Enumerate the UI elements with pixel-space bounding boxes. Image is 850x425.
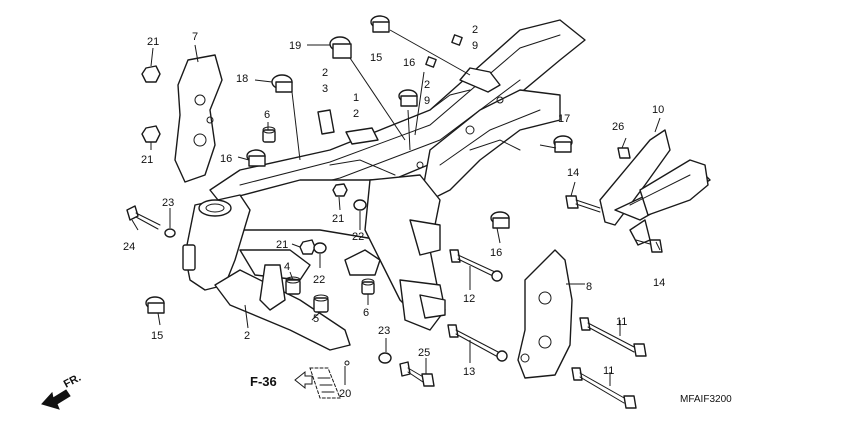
front-direction-indicator: FR. xyxy=(42,372,83,409)
callout-21: 21 xyxy=(276,239,288,251)
callout-8: 8 xyxy=(586,281,592,293)
callout-2: 2 xyxy=(322,67,328,79)
callout-9: 9 xyxy=(424,95,430,107)
callout-15: 15 xyxy=(370,52,382,64)
page-reference[interactable]: F-36 xyxy=(250,372,312,389)
front-arrow-icon xyxy=(42,390,70,409)
callout-14: 14 xyxy=(567,167,579,179)
callout-11: 11 xyxy=(603,365,614,377)
page-reference-label: F-36 xyxy=(250,374,277,389)
callout-23: 23 xyxy=(378,325,390,337)
front-engine-hanger-plate xyxy=(175,55,222,182)
callout-9: 9 xyxy=(472,40,478,52)
callout-2: 2 xyxy=(244,330,250,342)
callout-16: 16 xyxy=(220,153,232,165)
callout-19: 19 xyxy=(289,40,301,52)
callout-6: 6 xyxy=(363,307,369,319)
callout-6: 6 xyxy=(264,109,270,121)
callout-1: 1 xyxy=(353,92,359,104)
frame-label-plate xyxy=(310,361,349,398)
callout-18: 18 xyxy=(236,73,248,85)
callout-2: 2 xyxy=(353,108,359,120)
callout-24: 24 xyxy=(123,241,135,253)
collars-and-spacers xyxy=(263,110,378,312)
callout-2: 2 xyxy=(472,24,478,36)
callout-2: 2 xyxy=(424,79,430,91)
callout-5: 5 xyxy=(313,313,319,325)
callout-25: 25 xyxy=(418,347,430,359)
callout-17: 17 xyxy=(558,113,570,125)
callout-7: 7 xyxy=(192,31,198,43)
side-cover-plate xyxy=(518,250,572,378)
callout-13: 13 xyxy=(463,366,475,378)
clamps xyxy=(146,16,572,313)
callout-20: 20 xyxy=(339,388,351,400)
callout-11: 11 xyxy=(616,316,627,328)
callout-4: 4 xyxy=(284,261,290,273)
diagram-code: MFAIF3200 xyxy=(680,394,732,405)
callout-22: 22 xyxy=(313,274,325,286)
callout-23: 23 xyxy=(162,197,174,209)
callout-21: 21 xyxy=(141,154,153,166)
callout-16: 16 xyxy=(403,57,415,69)
main-frame xyxy=(183,20,585,350)
front-label: FR. xyxy=(62,372,83,391)
callout-21: 21 xyxy=(147,36,159,48)
callout-26: 26 xyxy=(612,121,624,133)
callout-3: 3 xyxy=(322,83,328,95)
rear-bracket-assembly xyxy=(600,130,710,245)
callout-21: 21 xyxy=(332,213,344,225)
callout-12: 12 xyxy=(463,293,475,305)
callout-10: 10 xyxy=(652,104,664,116)
callout-22: 22 xyxy=(352,231,364,243)
callout-15: 15 xyxy=(151,330,163,342)
leader-lines xyxy=(132,30,660,386)
callout-16: 16 xyxy=(490,247,502,259)
callout-labels: 7 21 21 6 16 18 19 15 2 9 2 3 1 2 16 2 9… xyxy=(123,24,665,400)
callout-14: 14 xyxy=(653,277,665,289)
reference-arrow-icon xyxy=(295,372,312,388)
